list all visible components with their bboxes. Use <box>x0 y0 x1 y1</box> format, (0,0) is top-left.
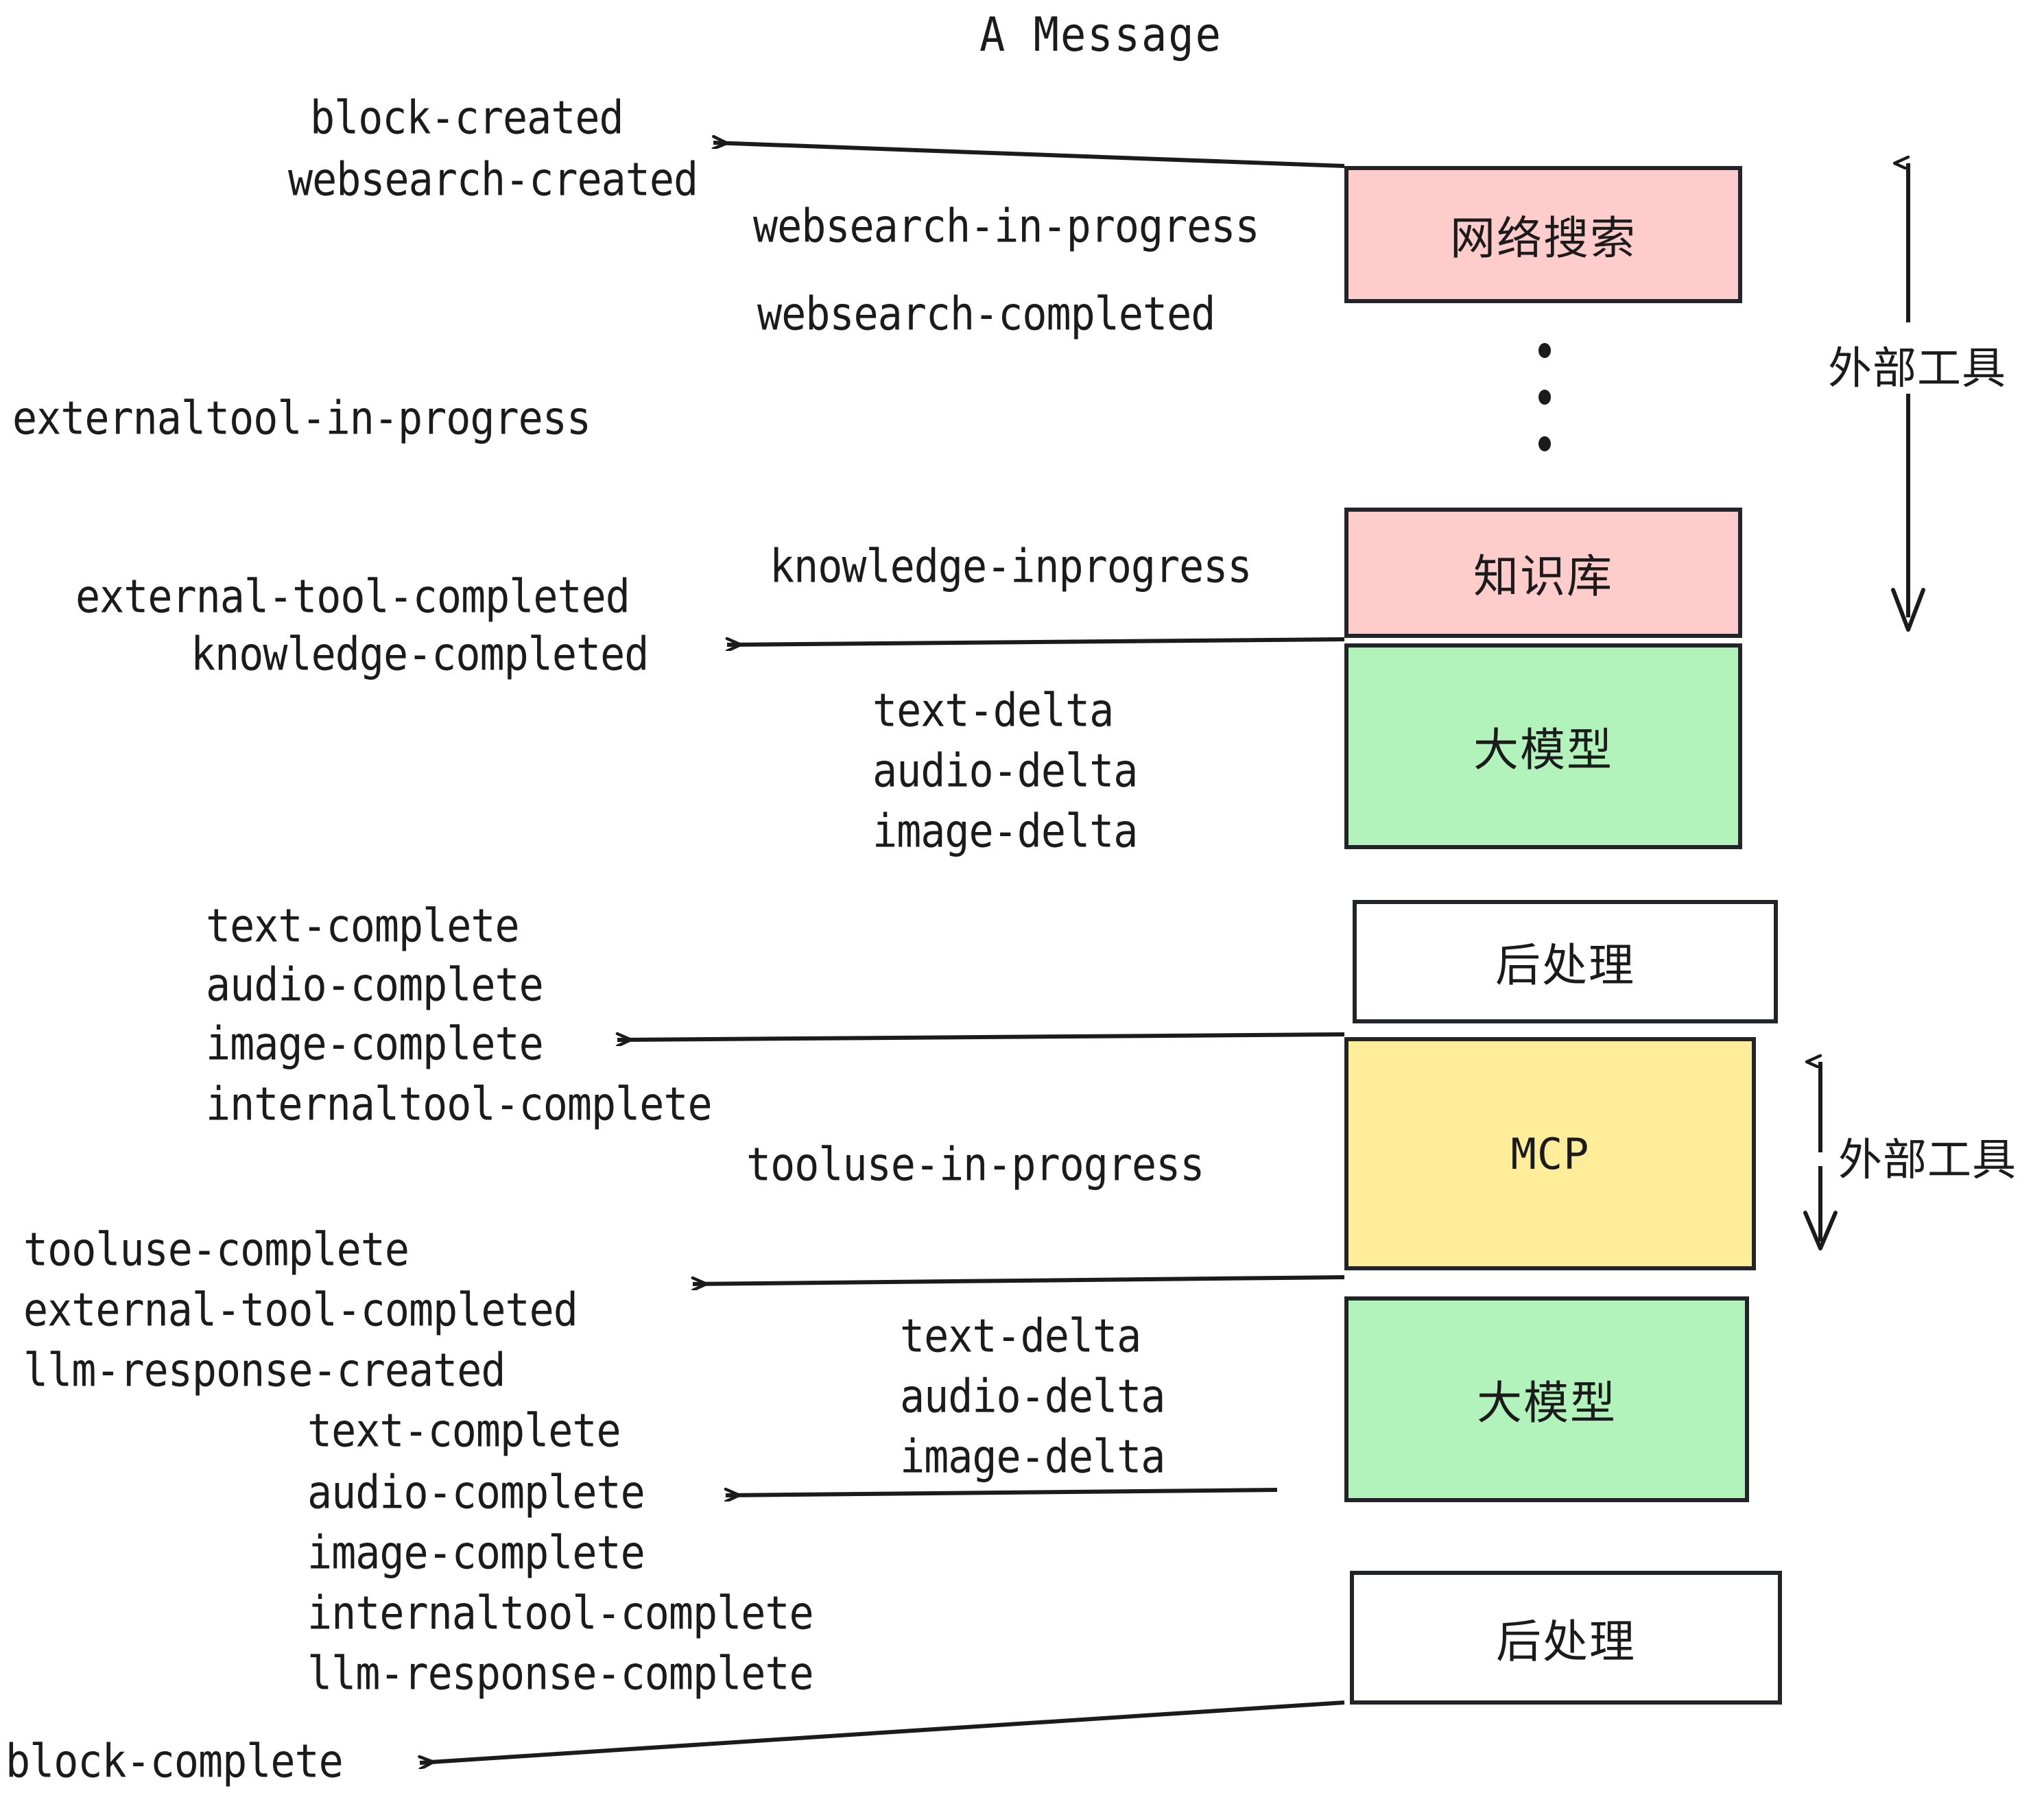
event-image-delta-1: image-delta <box>872 804 1138 859</box>
box-postprocess-1-label: 后处理 <box>1495 939 1635 992</box>
event-websearch-created: websearch-created <box>288 152 698 207</box>
event-text-delta-2: text-delta <box>900 1309 1141 1364</box>
box-llm-2[interactable]: 大模型 <box>1344 1296 1749 1502</box>
ellipsis-dot <box>1538 436 1551 451</box>
arrow-knowledge-to-completed <box>727 639 1345 645</box>
box-llm-1[interactable]: 大模型 <box>1344 643 1742 849</box>
event-externaltool-in-progress: externaltool-in-progress <box>12 391 591 446</box>
box-knowledge-label: 知识库 <box>1473 550 1613 603</box>
arrow-llm2-to-audio-complete <box>726 1490 1278 1495</box>
ellipsis-dot <box>1538 343 1551 358</box>
event-block-complete: block-complete <box>5 1734 344 1789</box>
label-external-tools-top: 外部工具 <box>1828 344 2006 394</box>
event-llm-response-created: llm-response-created <box>23 1343 506 1398</box>
event-text-complete-2: text-complete <box>307 1403 621 1458</box>
arrow-external-tools-top-down-head <box>1891 588 1925 632</box>
box-llm-1-label: 大模型 <box>1473 724 1613 776</box>
event-audio-complete-2: audio-complete <box>307 1465 645 1520</box>
event-image-complete-2: image-complete <box>307 1526 645 1580</box>
arrow-postprocess1-to-image-complete <box>617 1034 1345 1040</box>
box-mcp[interactable]: MCP <box>1344 1037 1756 1270</box>
box-mcp-label: MCP <box>1510 1128 1590 1179</box>
vertical-ellipsis <box>1538 343 1551 483</box>
label-external-tools-bottom: 外部工具 <box>1838 1135 2017 1186</box>
event-internaltool-complete-1: internaltool-complete <box>206 1077 713 1132</box>
event-text-delta-1: text-delta <box>872 683 1114 738</box>
event-text-complete-1: text-complete <box>206 899 520 953</box>
box-websearch-label: 网络搜索 <box>1450 212 1637 265</box>
event-image-delta-2: image-delta <box>900 1429 1165 1484</box>
box-llm-2-label: 大模型 <box>1477 1377 1617 1429</box>
event-audio-complete-1: audio-complete <box>206 958 544 1012</box>
event-tooluse-complete: tooluse-complete <box>23 1222 409 1277</box>
event-external-tool-completed-2: external-tool-completed <box>23 1283 578 1338</box>
arrow-external-tools-bottom-down-head <box>1803 1211 1838 1250</box>
event-audio-delta-1: audio-delta <box>872 744 1138 798</box>
event-audio-delta-2: audio-delta <box>900 1369 1165 1424</box>
event-websearch-completed: websearch-completed <box>757 287 1215 342</box>
ellipsis-dot <box>1538 390 1551 405</box>
box-websearch[interactable]: 网络搜索 <box>1344 166 1742 303</box>
arrow-websearch-to-created <box>713 143 1345 168</box>
diagram-title: A Message <box>979 7 1222 62</box>
arrow-mcp-to-external-tool-completed <box>693 1275 1345 1284</box>
event-external-tool-completed-1: external-tool-completed <box>75 569 630 624</box>
arrow-postprocess2-to-block-complete <box>420 1700 1345 1763</box>
event-image-complete-1: image-complete <box>206 1017 544 1071</box>
box-postprocess-2-label: 后处理 <box>1496 1615 1636 1668</box>
event-websearch-in-progress: websearch-in-progress <box>753 199 1260 254</box>
event-tooluse-in-progress: tooluse-in-progress <box>746 1137 1204 1192</box>
event-knowledge-inprogress: knowledge-inprogress <box>770 539 1252 594</box>
box-postprocess-1[interactable]: 后处理 <box>1353 900 1778 1023</box>
box-knowledge[interactable]: 知识库 <box>1344 508 1742 638</box>
box-postprocess-2[interactable]: 后处理 <box>1350 1571 1782 1705</box>
event-internaltool-complete-2: internaltool-complete <box>307 1586 814 1641</box>
event-knowledge-completed: knowledge-completed <box>191 627 649 682</box>
event-llm-response-complete: llm-response-complete <box>307 1646 814 1701</box>
event-block-created: block-created <box>310 91 624 145</box>
